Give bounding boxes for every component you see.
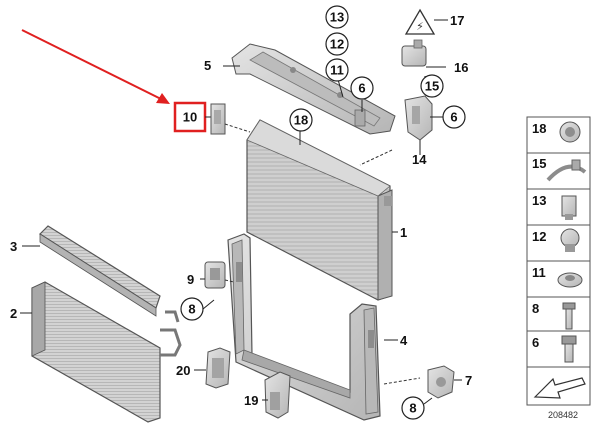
legend-row-12[interactable]: 12 (532, 228, 580, 252)
legend-label-18: 18 (532, 121, 546, 136)
part-7-bracket[interactable] (427, 365, 462, 399)
leader-8b (423, 397, 433, 405)
legend-label-8: 8 (532, 301, 539, 316)
legend-row-18[interactable]: 18 (532, 121, 581, 143)
callout-8b-label: 8 (409, 401, 416, 416)
callout-6a-label: 6 (358, 81, 365, 96)
part-19-clip[interactable] (262, 371, 291, 419)
callout-6b-label: 6 (450, 110, 457, 125)
callout-8b[interactable]: 8 (401, 396, 425, 420)
part-3-cooler[interactable] (22, 225, 161, 317)
leader-8a (202, 299, 215, 310)
legend-row-15[interactable]: 15 (532, 156, 587, 182)
callout-17[interactable]: 17 (450, 13, 464, 28)
legend-row-6[interactable]: 6 (532, 335, 577, 363)
pointer-arrow (21, 29, 170, 104)
part-1-radiator[interactable] (246, 119, 398, 301)
callout-20[interactable]: 20 (176, 363, 190, 378)
svg-text:⚡: ⚡ (416, 20, 424, 33)
callout-6a[interactable]: 6 (350, 76, 374, 100)
legend-label-12: 12 (532, 229, 546, 244)
callout-7[interactable]: 7 (465, 373, 472, 388)
callout-12-label: 12 (330, 37, 344, 52)
callout-13[interactable]: 13 (325, 5, 349, 29)
callout-11[interactable]: 11 (325, 58, 349, 82)
legend-row-arrow (533, 377, 586, 399)
legend-label-11: 11 (532, 265, 546, 280)
part-14-bracket[interactable] (359, 95, 433, 166)
callout-18[interactable]: 18 (289, 108, 313, 132)
part-2-condenser[interactable] (20, 281, 182, 423)
callout-11-label: 11 (330, 63, 344, 78)
callout-2[interactable]: 2 (10, 306, 17, 321)
legend-label-6: 6 (532, 335, 539, 350)
parts-legend: 18 15 13 12 11 8 6 (526, 116, 591, 406)
callout-5[interactable]: 5 (204, 58, 211, 73)
part-5-upper-cross-member[interactable] (223, 43, 396, 135)
callout-10-label: 10 (183, 110, 197, 125)
callout-9[interactable]: 9 (187, 272, 194, 287)
part-16-sensor[interactable] (401, 39, 446, 68)
legend-label-15: 15 (532, 156, 546, 171)
callout-1[interactable]: 1 (400, 225, 407, 240)
part-17-warning-icon: ⚡ (404, 8, 448, 35)
callout-15-label: 15 (425, 79, 439, 94)
legend-row-11[interactable]: 11 (532, 265, 583, 288)
legend-label-13: 13 (532, 193, 546, 208)
part-9-clip[interactable] (200, 261, 235, 289)
legend-row-13[interactable]: 13 (532, 193, 577, 220)
part-20-bracket[interactable] (194, 347, 231, 389)
callout-12[interactable]: 12 (325, 32, 349, 56)
callout-6b[interactable]: 6 (442, 105, 466, 129)
callout-15[interactable]: 15 (420, 74, 444, 98)
callout-3[interactable]: 3 (10, 239, 17, 254)
legend-row-8[interactable]: 8 (532, 301, 576, 330)
diagram-reference-number: 208482 (548, 410, 578, 420)
part-4-frame[interactable] (227, 233, 421, 421)
part-10-bracket[interactable] (210, 103, 251, 135)
callout-8a-label: 8 (188, 302, 195, 317)
callout-16[interactable]: 16 (454, 60, 468, 75)
callout-4[interactable]: 4 (400, 333, 408, 348)
highlight-callout-10[interactable]: 10 (173, 101, 212, 133)
callout-18-label: 18 (294, 113, 308, 128)
callout-19[interactable]: 19 (244, 393, 258, 408)
callout-8a[interactable]: 8 (180, 297, 204, 321)
callout-13-label: 13 (330, 10, 344, 25)
callout-14[interactable]: 14 (412, 152, 427, 167)
